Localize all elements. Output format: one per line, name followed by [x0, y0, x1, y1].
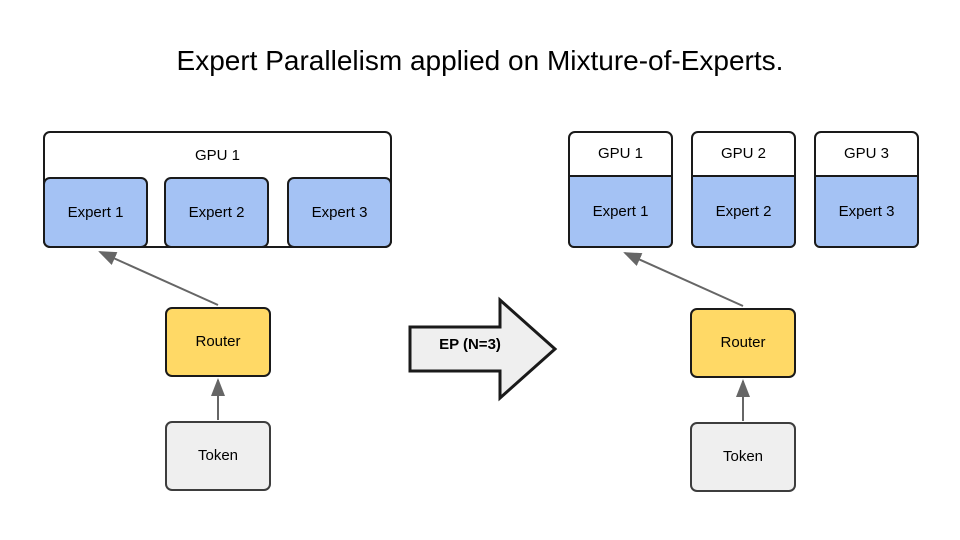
right-router-to-expert-arrow [623, 252, 744, 307]
left-expert-2[interactable]: Expert 2 [164, 177, 269, 248]
right-expert-1-label: Expert 1 [592, 202, 649, 220]
right-expert-2[interactable]: Expert 2 [691, 175, 796, 248]
right-expert-3-label: Expert 3 [838, 202, 895, 220]
right-expert-3[interactable]: Expert 3 [814, 175, 919, 248]
left-gpu-1-label: GPU 1 [194, 147, 240, 164]
left-token[interactable]: Token [165, 421, 271, 491]
block-arrow-right-icon [408, 296, 558, 402]
left-router[interactable]: Router [165, 307, 271, 377]
right-token[interactable]: Token [690, 422, 796, 492]
left-token-label: Token [197, 447, 239, 464]
page-title: Expert Parallelism applied on Mixture-of… [176, 45, 784, 76]
left-expert-1-label: Expert 1 [67, 203, 124, 221]
right-expert-2-label: Expert 2 [715, 202, 772, 220]
ep-transform-arrow: EP (N=3) [408, 296, 558, 402]
left-expert-2-label: Expert 2 [188, 203, 245, 221]
right-expert-1[interactable]: Expert 1 [568, 175, 673, 248]
right-gpu-3-label: GPU 3 [843, 145, 889, 162]
left-expert-1[interactable]: Expert 1 [43, 177, 148, 248]
right-gpu-2-label: GPU 2 [720, 145, 766, 162]
left-router-to-expert-arrow [98, 251, 219, 306]
right-token-label: Token [722, 448, 764, 465]
left-expert-3[interactable]: Expert 3 [287, 177, 392, 248]
right-router-label: Router [720, 334, 766, 351]
right-gpu-1-label: GPU 1 [597, 145, 643, 162]
left-expert-3-label: Expert 3 [311, 203, 368, 221]
right-router[interactable]: Router [690, 308, 796, 378]
left-router-label: Router [195, 333, 241, 350]
